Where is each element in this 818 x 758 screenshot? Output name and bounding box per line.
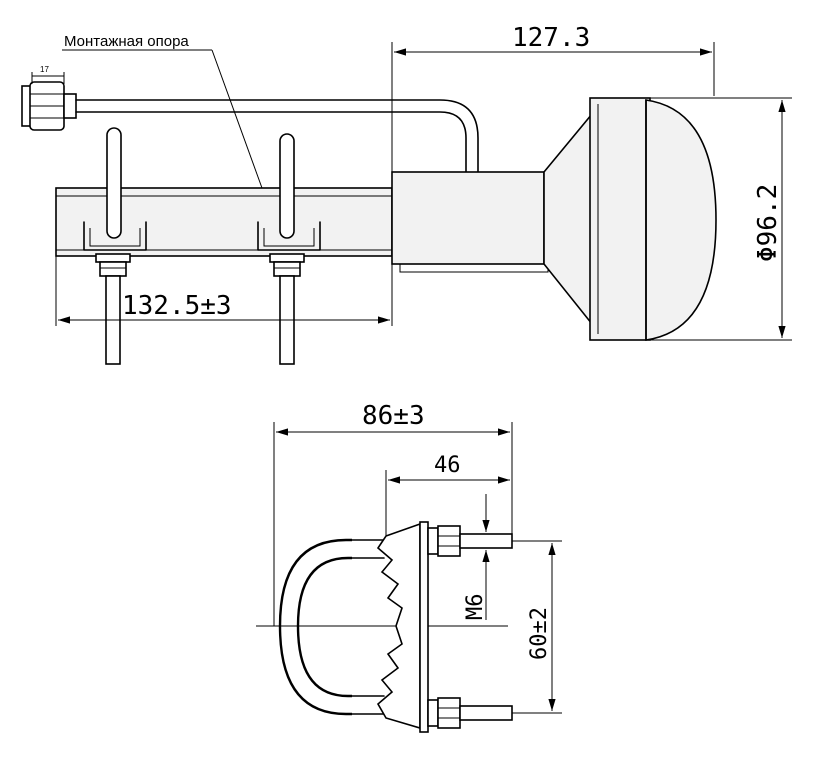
pole-length-value: 132.5±3 <box>122 291 232 321</box>
dimension-bolt-spacing: 60±2 <box>512 540 562 714</box>
clamp-view: 86±3 46 M6 60±2 <box>256 401 562 733</box>
horn-neck <box>391 171 549 273</box>
dimension-diameter: Φ96.2 <box>650 97 792 341</box>
nut-width-label: 17 <box>40 65 49 74</box>
horn-flare <box>543 111 593 327</box>
u-bolt-left <box>83 127 147 365</box>
clamp-width-value: 86±3 <box>362 401 425 431</box>
dimension-plate-width: 46 <box>385 453 513 536</box>
overall-length-value: 127.3 <box>512 23 590 53</box>
thread-value: M6 <box>463 594 488 621</box>
dimension-pole-length: 132.5±3 <box>55 256 393 326</box>
side-view: 17 <box>21 23 792 365</box>
horn-dome <box>589 97 717 341</box>
lower-nut <box>427 697 513 729</box>
u-bolt-right <box>257 133 321 365</box>
clamp-jaw <box>376 522 421 730</box>
bolt-spacing-value: 60±2 <box>527 607 552 660</box>
dimension-overall-length: 127.3 <box>391 23 715 180</box>
clamp-plate <box>419 521 429 733</box>
thread-callout: M6 <box>463 494 490 621</box>
pole-label-callout: Монтажная опора <box>62 33 263 189</box>
upper-nut <box>427 525 513 557</box>
plate-width-value: 46 <box>434 453 461 478</box>
u-bolt-body <box>278 538 385 716</box>
connector-nut <box>21 81 77 131</box>
diameter-value: Φ96.2 <box>753 184 783 262</box>
mounting-pole-label: Монтажная опора <box>64 33 189 50</box>
nut-width-dimension: 17 <box>31 65 65 84</box>
cable <box>75 99 479 173</box>
